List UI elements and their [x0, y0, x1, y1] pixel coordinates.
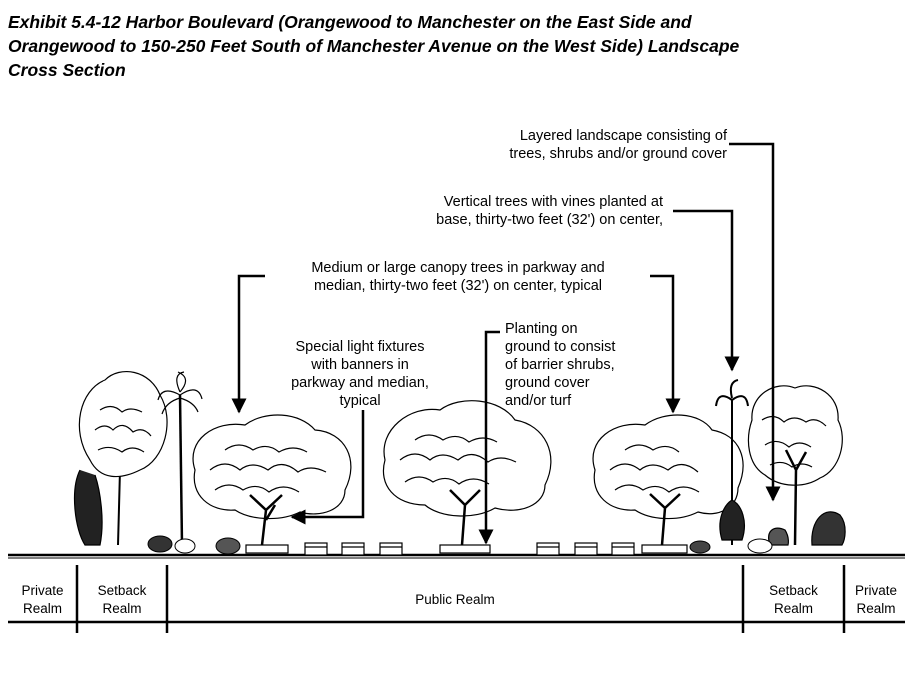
realm-label-setback-right: Setback Realm [743, 582, 844, 618]
exhibit-title-line-2: Orangewood to 150-250 Feet South of Manc… [8, 36, 740, 56]
realm-setback-right-line-2: Realm [773, 601, 813, 616]
realm-private-left-line-1: Private [21, 583, 64, 598]
setback-tree-right [747, 385, 846, 546]
callout-light-line-3: parkway and median, [291, 375, 429, 391]
exhibit-title-line-1: Exhibit 5.4-12 Harbor Boulevard (Orangew… [8, 12, 692, 32]
leader-light-fixtures [290, 410, 365, 525]
leader-vertical-trees [673, 209, 740, 372]
realm-label-setback-left: Setback Realm [77, 582, 167, 618]
callout-vertical-line-1: Vertical trees with vines planted at [443, 194, 663, 210]
canopy-tree-parkway-left [192, 414, 352, 554]
setback-tree-left [74, 371, 168, 546]
realm-label-private-right: Private Realm [844, 582, 908, 618]
callout-planting-line-5: and/or turf [505, 393, 572, 409]
callout-canopy-line-1: Medium or large canopy trees in parkway … [311, 260, 605, 276]
callout-planting: Planting on ground to consist of barrier… [505, 320, 615, 410]
shrubs-left [147, 535, 241, 555]
exhibit-title: Exhibit 5.4-12 Harbor Boulevard (Orangew… [8, 10, 908, 82]
realm-setback-left-line-2: Realm [102, 601, 142, 616]
leader-canopy-left [231, 274, 265, 414]
callout-canopy-line-2: median, thirty-two feet (32') on center,… [313, 278, 603, 294]
callout-layered-landscape: Layered landscape consisting of trees, s… [509, 127, 727, 163]
street-furniture-left [304, 542, 403, 556]
palm-tree-left [157, 371, 203, 546]
callout-vertical-trees: Vertical trees with vines planted at bas… [436, 193, 663, 229]
callout-light-line-1: Special light fixtures [295, 339, 425, 355]
shrubs-right [689, 538, 773, 554]
realm-label-public: Public Realm [167, 591, 743, 609]
callout-layered-line-1: Layered landscape consisting of [519, 128, 727, 144]
leader-layered-landscape [729, 142, 781, 502]
realm-private-right-line-2: Realm [856, 601, 896, 616]
realm-setback-right-line-1: Setback [769, 583, 818, 598]
callout-light-line-2: with banners in [311, 357, 409, 373]
callout-planting-line-1: Planting on [505, 321, 578, 337]
callout-layered-line-2: trees, shrubs and/or ground cover [509, 146, 727, 162]
realm-setback-left-line-1: Setback [97, 583, 147, 598]
realm-public-line-1: Public Realm [415, 592, 495, 607]
callout-canopy-trees: Medium or large canopy trees in parkway … [268, 259, 648, 295]
exhibit-title-line-3: Cross Section [8, 60, 126, 80]
realm-private-right-line-1: Private [854, 583, 898, 598]
leader-canopy-right [650, 274, 681, 414]
callout-light-fixtures: Special light fixtures with banners in p… [270, 338, 450, 410]
leader-planting [478, 330, 500, 545]
vertical-tree-right [715, 379, 749, 545]
street-furniture-right [536, 542, 635, 556]
callout-planting-line-3: of barrier shrubs, [505, 357, 615, 373]
canopy-tree-median [382, 400, 552, 554]
realm-label-private-left: Private Realm [8, 582, 77, 618]
canopy-tree-parkway-right [592, 414, 744, 554]
callout-planting-line-2: ground to consist [505, 339, 616, 355]
callout-planting-line-4: ground cover [505, 375, 590, 391]
realm-private-left-line-2: Realm [22, 601, 62, 616]
callout-vertical-line-2: base, thirty-two feet (32') on center, [436, 212, 663, 228]
callout-light-line-4: typical [339, 393, 381, 409]
